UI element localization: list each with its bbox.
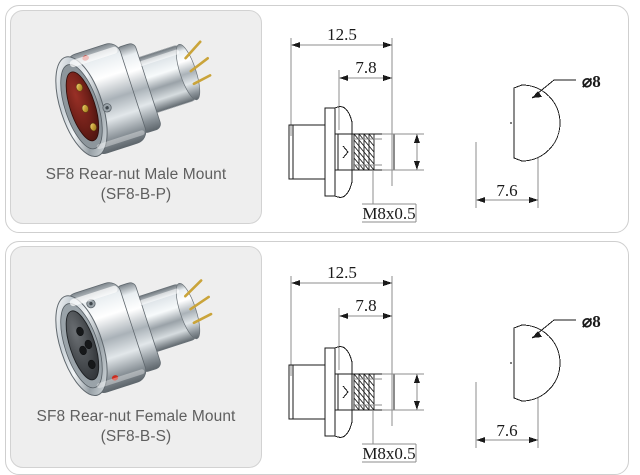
dim-overall-length-female: 12.5 — [327, 263, 357, 282]
caption-male: SF8 Rear-nut Male Mount (SF8-B-P) — [11, 165, 261, 205]
dim-overall-length-male: 12.5 — [327, 25, 357, 44]
product-photo-female — [10, 251, 262, 407]
photo-panel-male: SF8 Rear-nut Male Mount (SF8-B-P) — [10, 10, 262, 224]
sf8-male-connector-photo — [55, 40, 212, 158]
dim-flat-width-female: 7.6 — [496, 421, 517, 440]
product-photo-male — [10, 15, 262, 165]
caption-female-line2: (SF8-B-S) — [100, 428, 172, 445]
technical-drawing-female: 12.5 7.8 M8x0.5 ⌀8 7.6 — [264, 244, 628, 474]
dim-flat-width-male: 7.6 — [496, 181, 517, 200]
sf8-female-connector-photo — [55, 278, 213, 396]
caption-male-line1: SF8 Rear-nut Male Mount — [45, 166, 227, 183]
dim-outer-diameter-female: ⌀8 — [582, 312, 601, 331]
caption-male-line2: (SF8-B-P) — [100, 186, 172, 203]
caption-female: SF8 Rear-nut Female Mount (SF8-B-S) — [11, 407, 261, 447]
dim-thread-spec-female: M8x0.5 — [362, 444, 415, 463]
dim-thread-offset-male: 7.8 — [355, 58, 376, 77]
photo-panel-female: SF8 Rear-nut Female Mount (SF8-B-S) — [10, 246, 262, 468]
product-card-male: SF8 Rear-nut Male Mount (SF8-B-P) — [5, 5, 629, 233]
dim-thread-offset-female: 7.8 — [355, 296, 376, 315]
caption-female-line1: SF8 Rear-nut Female Mount — [36, 408, 236, 425]
dim-outer-diameter-male: ⌀8 — [582, 72, 601, 91]
dim-thread-spec-male: M8x0.5 — [362, 204, 415, 223]
product-card-female: SF8 Rear-nut Female Mount (SF8-B-S) — [5, 241, 629, 475]
technical-drawing-male: 12.5 7.8 M8x0.5 ⌀8 7.6 — [264, 8, 628, 232]
